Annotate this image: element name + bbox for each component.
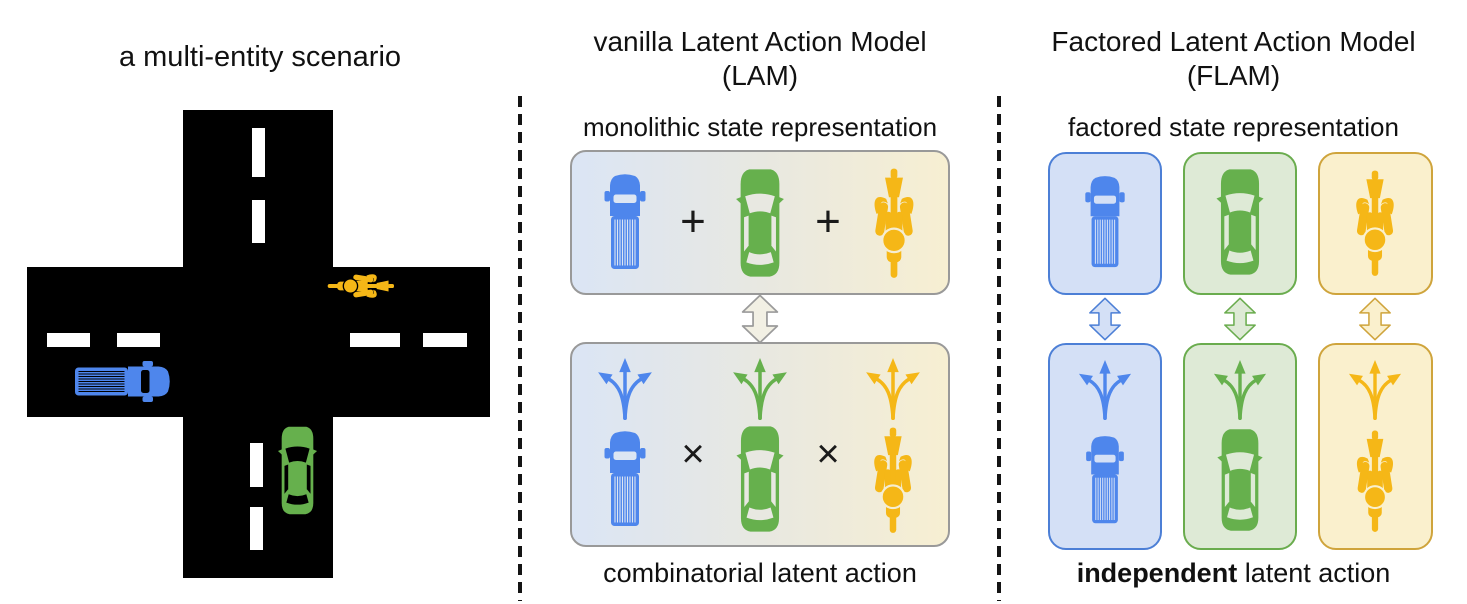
truck-icon <box>600 423 650 535</box>
truck-icon <box>600 165 650 279</box>
lane-marking <box>117 333 160 347</box>
plus-sign: + <box>680 197 706 246</box>
lane-marking <box>250 507 263 550</box>
cyclist-icon <box>866 425 920 535</box>
plus-sign: + <box>815 197 841 246</box>
car-icon <box>273 424 322 517</box>
truck-icon <box>66 357 179 407</box>
trident-arrows-icon <box>861 354 925 421</box>
lane-marking <box>252 128 265 177</box>
trident-arrows-icon <box>593 354 657 421</box>
cyclist-icon <box>327 267 395 305</box>
lam-title: vanilla Latent Action Model (LAM) <box>530 25 990 93</box>
flam-action-label-rest: latent action <box>1237 558 1391 588</box>
times-sign: × <box>816 432 840 476</box>
panel-divider-right <box>997 96 1001 601</box>
double-arrow-icon <box>1088 296 1122 342</box>
trident-arrows-icon <box>728 354 792 421</box>
times-sign: × <box>681 432 705 476</box>
lam-title-line1: vanilla Latent Action Model <box>593 26 927 57</box>
car-icon <box>1213 425 1267 535</box>
trident-arrows-icon <box>1344 356 1406 421</box>
double-arrow-icon <box>1358 296 1392 342</box>
lane-marking <box>350 333 400 347</box>
flam-title-line1: Factored Latent Action Model <box>1051 26 1416 57</box>
cyclist-icon <box>866 167 922 279</box>
scenario-title: a multi-entity scenario <box>118 41 402 73</box>
trident-arrows-icon <box>1209 356 1271 421</box>
car-icon <box>730 166 790 280</box>
cyclist-icon <box>1348 168 1402 278</box>
lam-action-label: combinatorial latent action <box>603 558 917 588</box>
double-arrow-icon <box>1223 296 1257 342</box>
flam-state-label: factored state representation <box>1068 112 1399 142</box>
panel-divider-left <box>518 96 522 601</box>
lam-title-line2: (LAM) <box>721 60 799 91</box>
flam-title: Factored Latent Action Model (FLAM) <box>1000 25 1467 93</box>
truck-icon <box>1082 425 1128 535</box>
flam-action-label: independent latent action <box>1000 558 1467 589</box>
lane-marking <box>252 200 265 243</box>
car-icon <box>1212 166 1268 278</box>
cyclist-icon <box>1349 427 1401 535</box>
lane-marking <box>423 333 467 347</box>
lane-marking <box>47 333 90 347</box>
lam-state-label: monolithic state representation <box>582 112 938 142</box>
truck-icon <box>1081 166 1129 278</box>
trident-arrows-icon <box>1074 356 1136 421</box>
lane-marking <box>250 443 263 487</box>
car-icon <box>731 423 789 535</box>
double-arrow-icon <box>739 294 781 344</box>
flam-action-label-bold: independent <box>1076 558 1238 588</box>
flam-title-line2: (FLAM) <box>1186 60 1281 91</box>
